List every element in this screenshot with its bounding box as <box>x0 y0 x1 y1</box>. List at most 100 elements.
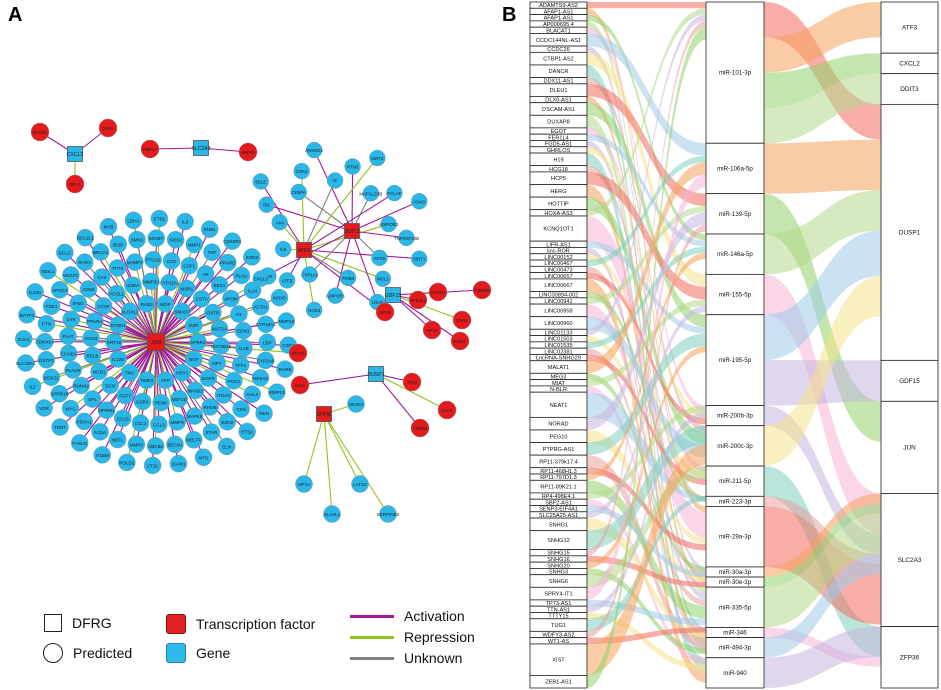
mirna-box-mir-101-3p-0 <box>705 1 765 144</box>
lncrna-label-ccdc144nl-as1-5: CCDC144NL-AS1 <box>536 38 581 44</box>
legend-gene: Gene <box>166 643 230 663</box>
node-nox5 <box>270 288 289 307</box>
lncrna-label-sbf2-as1-54: SBF2-AS1 <box>545 500 571 506</box>
node-label-tp73: TP73 <box>112 266 123 271</box>
lncrna-label-linc00657-30: LINC00657 <box>544 274 572 280</box>
node-meltf <box>185 431 203 449</box>
node-plau <box>232 266 251 285</box>
node-nts <box>194 448 213 466</box>
lncrna-label-linc02381-39: LINC02381 <box>544 349 572 355</box>
gene-label-zfp36-7: ZFP36 <box>900 654 920 661</box>
node-label-cxcl8: CXCL8 <box>254 277 269 282</box>
mirna-box-mir-139-5p-2 <box>705 193 765 235</box>
lncrna-label-h19-18: H19 <box>553 157 563 163</box>
node-label-il5ra: IL5RA <box>126 283 140 288</box>
node-label-sirt2: SIRT2 <box>371 156 384 161</box>
lncrna-label-xist-71: XIST <box>552 658 565 664</box>
lncrna-label-linc01503-37: LINC01503 <box>544 337 572 343</box>
lncrna-label-hottip-22: HOTTIP <box>548 201 569 207</box>
node-label-nod1: NOD1 <box>93 369 106 374</box>
node-label-fosl1: FOSL1 <box>109 292 124 297</box>
node-label-acta1: ACTA1 <box>253 305 268 310</box>
node-label-tff1: TFF1 <box>235 363 246 368</box>
node-label-eln: ELN <box>222 444 231 449</box>
lncrna-label-linc00941-33: LINC00941 <box>544 299 572 305</box>
flow-linc01535-mir-146a-5p <box>587 246 706 349</box>
node-label-smad7: SMAD7 <box>174 309 190 314</box>
node-label-ppard: PPARD <box>220 261 236 266</box>
node-label-ccl2: CCL2 <box>135 421 147 426</box>
node-dcn <box>101 376 119 394</box>
activation-line-icon <box>350 614 394 618</box>
tf-node-label-hnf4a: HNF4A <box>241 150 255 155</box>
node-label-nos3: NOS3 <box>308 308 321 313</box>
node-sprr1b <box>50 384 69 403</box>
node-cdkn1a <box>36 333 54 351</box>
lncrna-label-linc00473-29: LINC00473 <box>544 267 572 273</box>
node-label-sprr1b: SPRR1B <box>50 392 68 397</box>
node-oprm1 <box>97 401 116 419</box>
node-enb1 <box>201 220 219 238</box>
node-atf6 <box>278 272 296 289</box>
hub-label-atf3: ATF3 <box>298 248 310 254</box>
lncrna-label-meg3-42: MEG3 <box>551 374 567 380</box>
node-label-plaur: PLAUR <box>65 368 81 373</box>
mirna-label-mir-940-16: miR-940 <box>723 670 747 677</box>
node-label-vegfa: VEGFA <box>348 402 364 407</box>
gene-symbol-icon <box>166 643 186 663</box>
lncrna-label-snhg1-57: SNHG1 <box>549 522 568 528</box>
tf-node-tp53 <box>402 372 422 392</box>
node-label-cyp1a2: CYP1A2 <box>301 272 318 277</box>
node-runx2 <box>72 376 90 395</box>
node-nos2 <box>166 231 185 249</box>
node-cd82 <box>79 280 98 298</box>
flow-ghrlos-mir-200b-3p <box>587 146 706 419</box>
node-label-icam1: ICAM1 <box>171 462 185 467</box>
node-atg5 <box>371 249 388 267</box>
tf-node-label-rela: RELA <box>69 182 81 187</box>
flow-snhg20-mir-195-5p <box>587 346 706 569</box>
flow-hoxa-as3-mir-101-3p <box>587 8 706 216</box>
node-cyp11a1 <box>160 273 179 292</box>
node-label-tnc: TNC <box>125 371 135 376</box>
node-mapk8 <box>185 407 204 425</box>
node-il6 <box>275 240 292 258</box>
flow-linc01503-mir-29a-3p <box>587 335 706 545</box>
node-label-mcl1: MCL1 <box>377 277 389 282</box>
gene-box-dusp1-3 <box>880 103 939 361</box>
node-nr5a2 <box>251 369 270 387</box>
flow-snhg15-mir-101-3p <box>587 20 706 556</box>
gene-box-gdf15-4 <box>880 359 939 402</box>
edge-atf3-sirt2 <box>303 157 378 251</box>
node-label-sp1: SP1 <box>88 397 97 402</box>
node-adipor2 <box>380 215 397 233</box>
node-label-fgf7: FGF7 <box>119 394 131 399</box>
lncrna-label-ap000695-4-3: AP000695.4 <box>543 22 574 28</box>
lncrna-label-snhg15-59: SNHG15 <box>547 551 569 557</box>
lncrna-label-blacat1-4: BLACAT1 <box>546 28 570 34</box>
node-gclc <box>56 243 74 262</box>
hub-ddit3 <box>344 223 360 239</box>
node-ccl3 <box>150 415 168 433</box>
node-brca1 <box>91 243 110 261</box>
tf-node-egr1 <box>450 331 470 351</box>
node-label-mgmt: MGMT <box>149 236 163 241</box>
node-sod2 <box>243 248 261 266</box>
node-label-ccnd1: CCND1 <box>61 351 77 356</box>
lncrna-label-zeb1-as1-72: ZEB1-AS1 <box>545 680 571 686</box>
node-il23a <box>26 283 44 301</box>
legend-gene-label: Gene <box>196 645 231 661</box>
node-asns <box>411 193 428 210</box>
node-label-gstp1: GSTP1 <box>39 358 55 363</box>
node-label-hey1: HEY1 <box>176 371 188 376</box>
lncrna-label-senp3-eif4a1-55: SENP3-EIF4A1 <box>539 507 578 513</box>
edge-atf3-sirt1 <box>303 249 420 260</box>
node-label-krt16: KRT16 <box>107 340 122 345</box>
lncrna-label-linc00894-002-32: LINC00894-002 <box>539 293 579 299</box>
mirna-label-mir-335-5p-13: miR-335-5p <box>719 604 752 611</box>
node-mmp1 <box>185 235 204 254</box>
flow-zeb1-as1-mir-101-3p <box>587 27 706 688</box>
tf-node-label-creb1: CREB1 <box>413 426 428 431</box>
node-label-csta: CSTA <box>196 297 209 302</box>
